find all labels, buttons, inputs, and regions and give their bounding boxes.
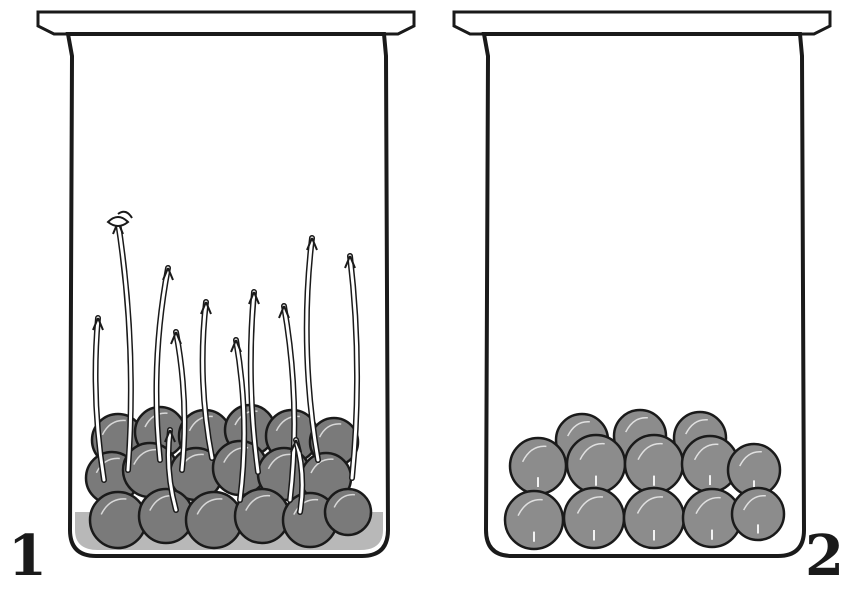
jar-2 [454,12,830,556]
jar-1-label: 1 [8,528,47,584]
seed [139,489,193,543]
seed [90,492,146,548]
jar-2-label: 2 [805,528,844,584]
jar-1-rim [38,12,414,34]
seed [186,492,242,548]
jar-2-rim [454,12,830,34]
jar-1 [38,12,414,556]
